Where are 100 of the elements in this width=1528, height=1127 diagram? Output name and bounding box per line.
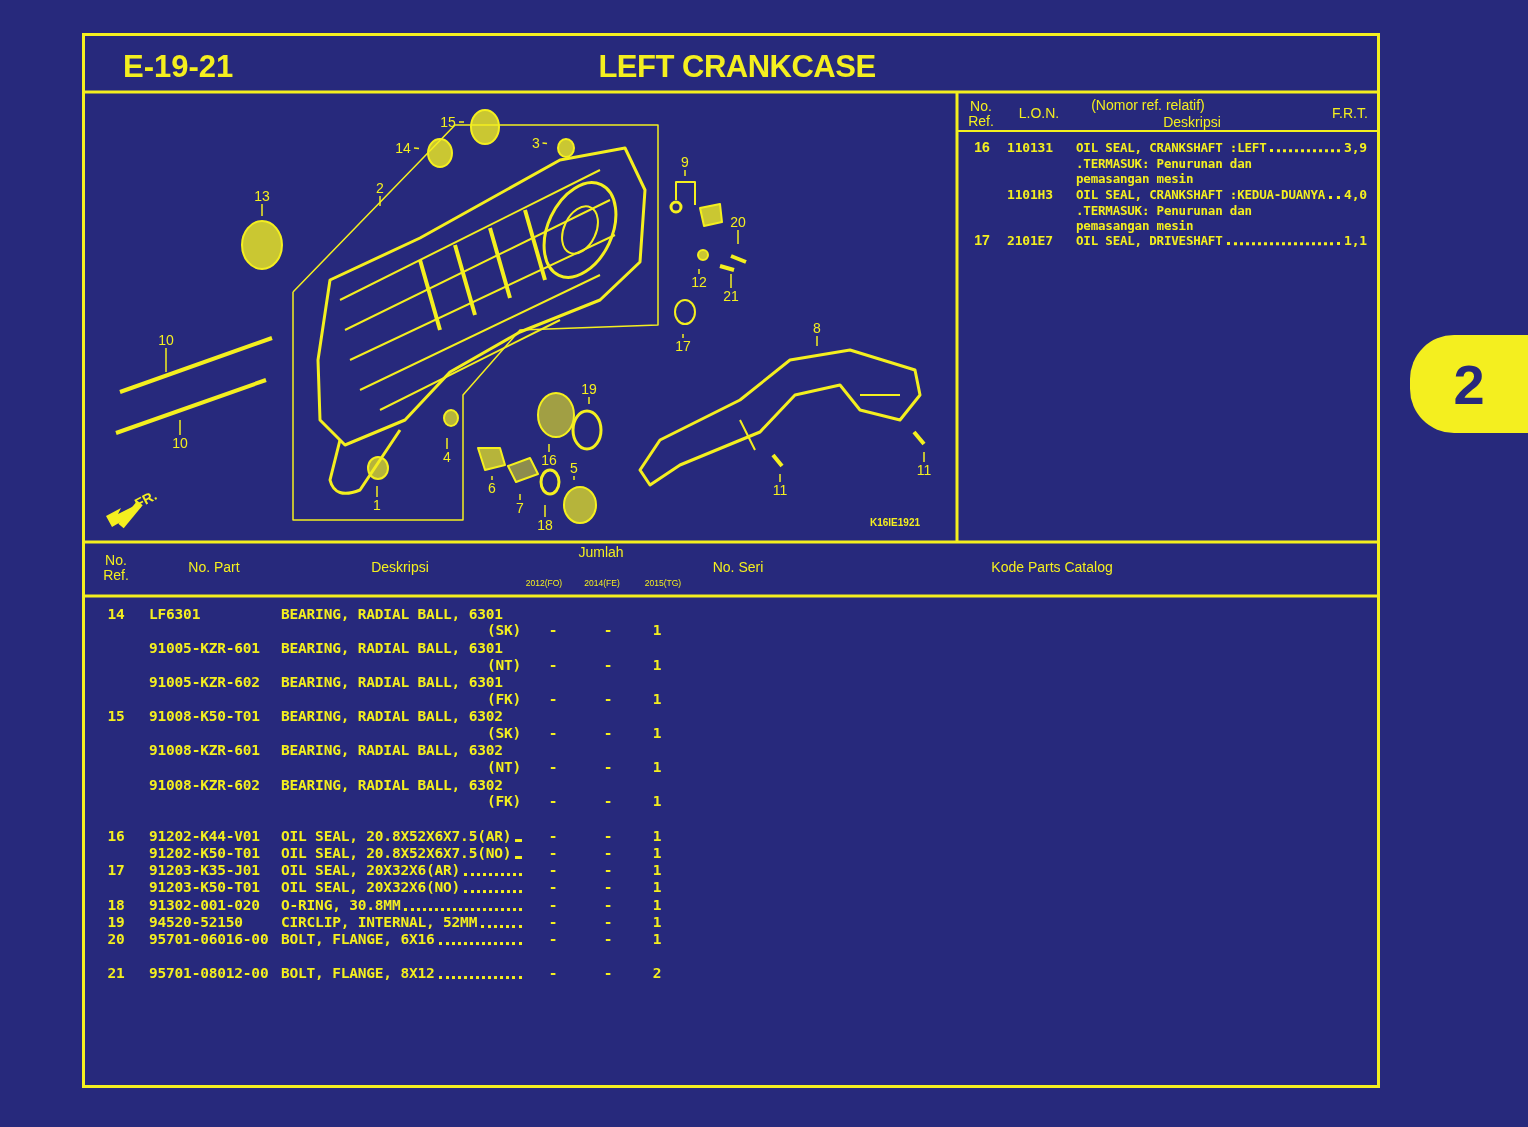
description-text: BOLT, FLANGE, 8X12 xyxy=(281,966,435,982)
callout-number: 12 xyxy=(688,274,710,290)
quantity-value: 1 xyxy=(652,932,662,948)
quantity-value: - xyxy=(603,794,613,810)
part-number: LF6301 xyxy=(149,607,201,623)
part-number: 91005-KZR-601 xyxy=(149,641,260,657)
column-header: Jumlah xyxy=(578,545,624,561)
leader-line xyxy=(165,347,167,373)
reference-number: 20 xyxy=(107,932,125,948)
callout-number: 21 xyxy=(720,288,742,304)
quantity-value: - xyxy=(548,794,558,810)
quantity-value: - xyxy=(548,726,558,742)
quantity-value: 1 xyxy=(652,915,662,931)
leader-line xyxy=(573,475,575,481)
reference-number: 18 xyxy=(107,898,125,914)
quantity-value: 1 xyxy=(652,760,662,776)
quantity-value: 1 xyxy=(652,692,662,708)
description-text: OIL SEAL, 20.8X52X6X7.5(NO) xyxy=(281,846,512,862)
quantity-value: 1 xyxy=(652,726,662,742)
part-number: 95701-08012-00 xyxy=(149,966,269,982)
quantity-value: - xyxy=(603,623,613,639)
variant-code: (FK) xyxy=(486,794,521,810)
leader-line xyxy=(261,203,263,217)
leader-line xyxy=(684,169,686,177)
quantity-value: 1 xyxy=(652,846,662,862)
quantity-value: - xyxy=(548,863,558,879)
column-header: 2014(FE) xyxy=(584,579,620,589)
variant-code: (SK) xyxy=(486,726,521,742)
quantity-value: 1 xyxy=(652,658,662,674)
leader-line xyxy=(730,273,732,289)
callout-number: 1 xyxy=(370,497,384,513)
callout-number: 7 xyxy=(513,500,527,516)
quantity-value: - xyxy=(603,932,613,948)
quantity-value: - xyxy=(603,966,613,982)
quantity-value: - xyxy=(548,760,558,776)
description-text: CIRCLIP, INTERNAL, 52MM xyxy=(281,915,478,931)
leader-line xyxy=(737,229,739,245)
column-header: (Nomor ref. relatif) xyxy=(1091,98,1205,114)
leader-line xyxy=(588,396,590,405)
figure-code: K16IE1921 xyxy=(870,516,920,528)
callout-number: 10 xyxy=(169,435,191,451)
quantity-value: - xyxy=(603,658,613,674)
page-code: E-19-21 xyxy=(123,49,234,85)
part-number: 91203-K35-J01 xyxy=(149,863,260,879)
description-text: BEARING, RADIAL BALL, 6301 xyxy=(281,607,503,623)
quantity-value: 1 xyxy=(652,829,662,845)
quantity-value: - xyxy=(603,692,613,708)
leader-line xyxy=(541,142,548,145)
leader-line xyxy=(376,485,378,498)
part-number: 91005-KZR-602 xyxy=(149,675,260,691)
quantity-value: 2 xyxy=(652,966,662,982)
leader-line xyxy=(544,504,546,518)
callout-number: 11 xyxy=(769,482,791,498)
callout-number: 8 xyxy=(810,320,824,336)
reference-number: 17 xyxy=(974,233,990,249)
description-text: BEARING, RADIAL BALL, 6302 xyxy=(281,743,503,759)
callout-number: 18 xyxy=(534,517,556,533)
callout-number: 13 xyxy=(251,188,273,204)
quantity-value: 1 xyxy=(652,898,662,914)
part-number: 91008-KZR-601 xyxy=(149,743,260,759)
quantity-value: 1 xyxy=(652,880,662,896)
callout-number: 2 xyxy=(373,180,387,196)
page-title: LEFT CRANKCASE xyxy=(598,49,876,85)
quantity-value: - xyxy=(603,880,613,896)
column-header: L.O.N. xyxy=(1018,106,1060,122)
quantity-value: - xyxy=(603,760,613,776)
description-text: OIL SEAL, DRIVESHAFT xyxy=(1076,234,1223,248)
callout-number: 5 xyxy=(567,460,581,476)
note-text: .TERMASUK: Penurunan dan pemasangan mesin xyxy=(1076,203,1253,233)
description-text: BEARING, RADIAL BALL, 6302 xyxy=(281,709,503,725)
time-value: 1,1 xyxy=(1344,233,1367,249)
quantity-value: - xyxy=(548,898,558,914)
column-header: No. Part xyxy=(188,560,240,576)
callout-number: 17 xyxy=(672,338,694,354)
quantity-value: 1 xyxy=(652,623,662,639)
part-number: 91302-001-020 xyxy=(149,898,260,914)
quantity-value: - xyxy=(603,915,613,931)
variant-code: (NT) xyxy=(486,760,521,776)
leader-line xyxy=(698,268,700,275)
column-header: Kode Parts Catalog xyxy=(991,560,1113,576)
quantity-value: - xyxy=(548,846,558,862)
note-text: .TERMASUK: Penurunan dan pemasangan mesin xyxy=(1076,156,1253,186)
leader-line xyxy=(779,473,781,483)
section-tab: 2 xyxy=(1410,335,1528,433)
callout-number: 20 xyxy=(727,214,749,230)
leader-line xyxy=(816,335,818,347)
callout-number: 16 xyxy=(538,452,560,468)
quantity-value: 1 xyxy=(652,794,662,810)
callout-number: 15 xyxy=(437,114,459,130)
column-header: Deskripsi xyxy=(1163,115,1221,131)
quantity-value: - xyxy=(548,658,558,674)
part-number: 94520-52150 xyxy=(149,915,243,931)
reference-number: 17 xyxy=(107,863,125,879)
part-number: 95701-06016-00 xyxy=(149,932,269,948)
quantity-value: - xyxy=(548,692,558,708)
callout-number: 14 xyxy=(392,140,414,156)
leader-line xyxy=(682,333,684,339)
leader-line xyxy=(446,437,448,450)
quantity-value: - xyxy=(603,863,613,879)
leader-line xyxy=(179,419,181,436)
